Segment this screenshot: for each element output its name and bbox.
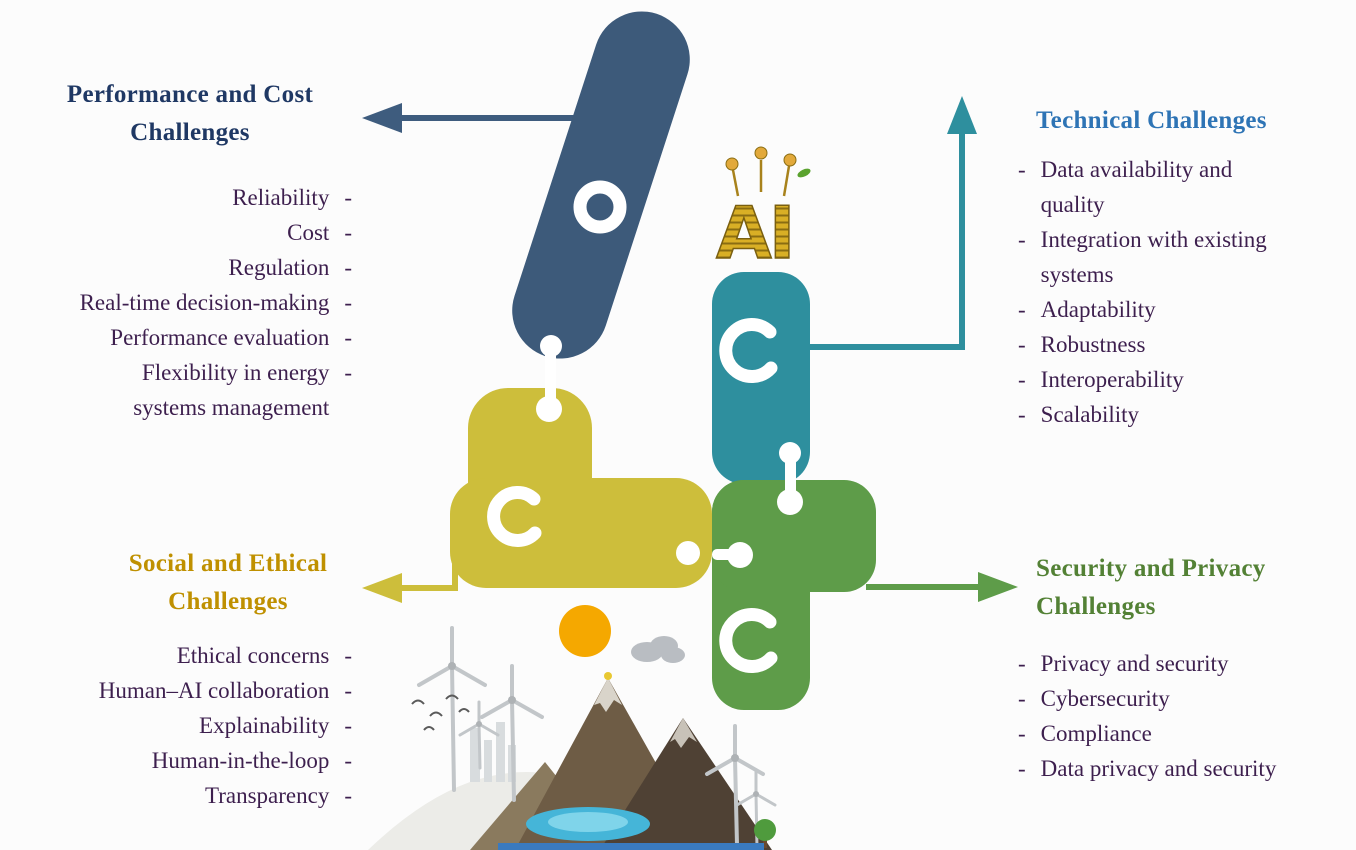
item-dash: - [344, 290, 352, 315]
list-item: Flexibility in energy systems management… [0, 355, 352, 425]
list-item: Human-in-the-loop- [0, 743, 352, 778]
item-label: Cybersecurity [1040, 686, 1170, 711]
leaf-icon [797, 168, 811, 178]
item-label: Scalability [1040, 402, 1140, 427]
ai-logo-text: AI [716, 191, 793, 275]
birds [411, 694, 470, 731]
item-dash: - [344, 783, 352, 808]
item-label: Data privacy and security [1040, 756, 1277, 781]
item-label: Performance evaluation [110, 325, 330, 350]
bush-icon [754, 819, 776, 841]
item-label: Data availability and quality [1040, 157, 1233, 217]
snow-cap [670, 718, 697, 748]
item-dash: - [1018, 332, 1026, 357]
item-dash: - [1018, 227, 1026, 252]
list-item: -Scalability [1018, 397, 1356, 432]
item-label: Ethical concerns [176, 643, 330, 668]
antenna-dot [754, 146, 768, 160]
item-label: Explainability [199, 713, 330, 738]
lake-highlight [548, 812, 628, 832]
item-label: Compliance [1040, 721, 1152, 746]
social-list: Ethical concerns- Human–AI collaboration… [0, 638, 352, 813]
ai-logo: AI [715, 146, 811, 276]
item-dash: - [1018, 402, 1026, 427]
security-shape [712, 480, 876, 710]
puzzle-connectors [536, 335, 803, 568]
technical-title: Technical Challenges [1036, 107, 1267, 134]
list-item: -Privacy and security [1018, 646, 1356, 681]
list-item: Ethical concerns- [0, 638, 352, 673]
security-title: Security and Privacy Challenges [1036, 555, 1266, 620]
item-dash: - [1018, 297, 1026, 322]
list-item: -Robustness [1018, 327, 1356, 362]
item-label: Interoperability [1040, 367, 1184, 392]
list-item: -Integration with existing systems [1018, 222, 1356, 292]
list-item: -Cybersecurity [1018, 681, 1356, 716]
item-label: Integration with existing systems [1040, 227, 1267, 287]
bottom-blue-strip [498, 843, 764, 850]
item-label: Robustness [1040, 332, 1146, 357]
security-arrow [866, 572, 1018, 602]
technical-list: -Data availability and quality -Integrat… [1018, 152, 1356, 432]
list-item: -Data availability and quality [1018, 152, 1356, 222]
c-glyphs [487, 180, 778, 673]
cloud-icon [631, 636, 685, 663]
bush-trunk [763, 836, 767, 848]
item-label: Reliability [232, 185, 330, 210]
wind-turbines [417, 626, 777, 850]
list-item: -Data privacy and security [1018, 751, 1356, 786]
list-item: Performance evaluation- [0, 320, 352, 355]
security-list: -Privacy and security -Cybersecurity -Co… [1018, 646, 1356, 786]
item-dash: - [1018, 686, 1026, 711]
list-item: Real-time decision-making- [0, 285, 352, 320]
turbine-hubs [448, 662, 759, 797]
item-dash: - [344, 360, 352, 385]
item-label: Human–AI collaboration [98, 678, 330, 703]
technical-arrow [800, 96, 977, 350]
item-dash: - [344, 185, 352, 210]
item-dash: - [1018, 367, 1026, 392]
antenna-dot [725, 157, 739, 171]
peak-marker [604, 672, 612, 680]
item-label: Real-time decision-making [79, 290, 330, 315]
item-dash: - [344, 220, 352, 245]
item-label: Cost [287, 220, 330, 245]
antenna-dot [783, 153, 797, 167]
item-dash: - [1018, 721, 1026, 746]
item-dash: - [1018, 756, 1026, 781]
list-item: Cost- [0, 215, 352, 250]
snow-cap [594, 678, 622, 712]
list-item: Human–AI collaboration- [0, 673, 352, 708]
item-label: Flexibility in energy systems management [133, 360, 330, 420]
item-label: Privacy and security [1040, 651, 1229, 676]
performance-title: Performance and Cost Challenges [66, 81, 314, 146]
list-item: Regulation- [0, 250, 352, 285]
social-shape [450, 388, 712, 588]
item-dash: - [344, 255, 352, 280]
list-item: -Adaptability [1018, 292, 1356, 327]
item-dash: - [344, 713, 352, 738]
item-dash: - [344, 748, 352, 773]
item-dash: - [1018, 157, 1026, 182]
list-item: Transparency- [0, 778, 352, 813]
item-label: Regulation [228, 255, 330, 280]
list-item: -Interoperability [1018, 362, 1356, 397]
item-dash: - [344, 643, 352, 668]
item-label: Adaptability [1040, 297, 1156, 322]
list-item: -Compliance [1018, 716, 1356, 751]
performance-list: Reliability- Cost- Regulation- Real-time… [0, 180, 352, 425]
social-arrow [362, 516, 458, 603]
list-item: Explainability- [0, 708, 352, 743]
landscape-illustration [368, 605, 777, 850]
item-label: Human-in-the-loop [151, 748, 330, 773]
item-label: Transparency [204, 783, 330, 808]
sun-icon [559, 605, 611, 657]
social-title: Social and Ethical Challenges [128, 550, 328, 615]
item-dash: - [344, 325, 352, 350]
list-item: Reliability- [0, 180, 352, 215]
item-dash: - [1018, 651, 1026, 676]
item-dash: - [344, 678, 352, 703]
